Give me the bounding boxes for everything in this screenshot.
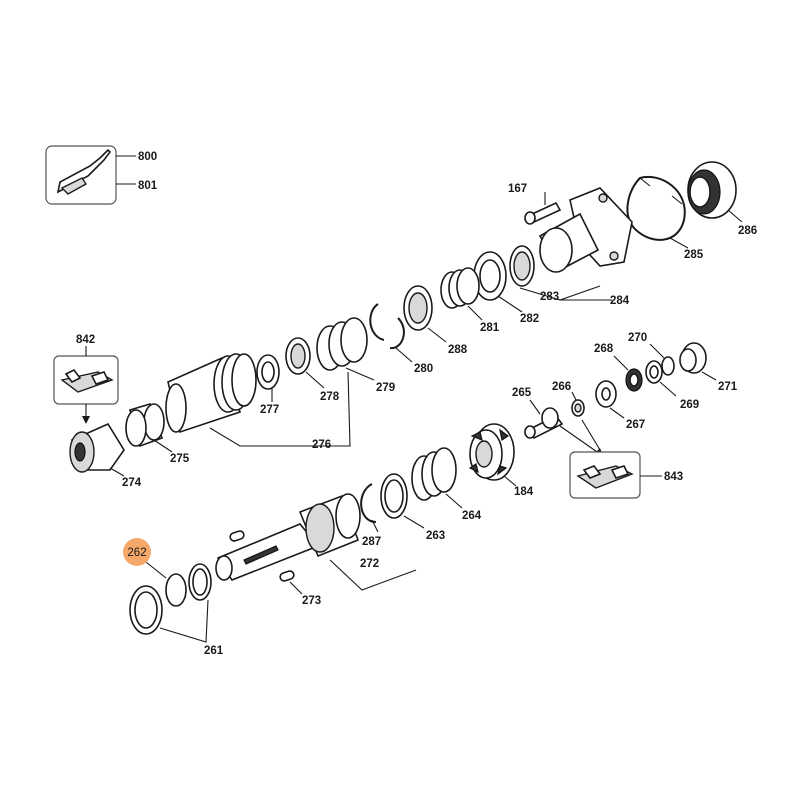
label-271: 271 xyxy=(718,381,738,393)
part-272-spindle xyxy=(215,493,417,591)
part-265 xyxy=(524,399,564,440)
label-278: 278 xyxy=(320,391,340,403)
label-801: 801 xyxy=(138,180,158,192)
label-280: 280 xyxy=(414,363,433,375)
label-276: 276 xyxy=(312,439,331,451)
part-280-circlip xyxy=(369,303,413,363)
label-261: 261 xyxy=(204,645,224,657)
part-278-washer xyxy=(285,337,325,389)
inset-box-843 xyxy=(559,419,662,499)
label-279: 279 xyxy=(376,382,395,394)
part-286 xyxy=(687,161,743,223)
label-274: 274 xyxy=(122,477,142,489)
part-268 xyxy=(613,355,643,392)
label-800: 800 xyxy=(138,151,157,163)
label-267: 267 xyxy=(626,419,645,431)
label-842: 842 xyxy=(76,334,95,346)
label-263: 263 xyxy=(426,530,445,542)
part-261-rings xyxy=(129,563,212,643)
part-266 xyxy=(571,391,585,417)
part-287-circlip xyxy=(360,483,379,533)
label-282: 282 xyxy=(520,313,539,325)
label-273: 273 xyxy=(302,595,321,607)
label-269: 269 xyxy=(680,399,699,411)
part-271 xyxy=(679,342,717,381)
label-275: 275 xyxy=(170,453,190,465)
part-167-screw xyxy=(524,192,562,225)
leader-282 xyxy=(497,295,523,313)
part-275-sleeve xyxy=(125,403,173,453)
part-277-washer xyxy=(256,354,280,402)
label-184: 184 xyxy=(514,486,534,498)
label-843: 843 xyxy=(664,471,683,483)
label-277: 277 xyxy=(260,404,279,416)
label-284: 284 xyxy=(610,295,630,307)
label-288: 288 xyxy=(448,344,468,356)
part-273-pin xyxy=(229,530,303,595)
part-282-ring xyxy=(509,245,535,287)
part-262-ring xyxy=(145,561,187,607)
part-269 xyxy=(645,360,677,397)
part-285 xyxy=(626,175,689,249)
label-287: 287 xyxy=(362,536,381,548)
part-270 xyxy=(649,343,675,376)
part-184-gear xyxy=(468,423,517,487)
label-281: 281 xyxy=(480,322,500,334)
part-279-rings xyxy=(316,317,375,381)
label-265: 265 xyxy=(512,387,532,399)
highlight-callout-262[interactable]: 262 xyxy=(123,538,151,566)
part-263-ring xyxy=(380,473,425,529)
part-267 xyxy=(595,380,625,419)
label-262: 262 xyxy=(127,547,146,559)
part-274-chuck xyxy=(69,422,125,477)
part-288-washer xyxy=(403,285,447,343)
label-285: 285 xyxy=(684,249,704,261)
label-272: 272 xyxy=(360,558,379,570)
label-286: 286 xyxy=(738,225,757,237)
part-264-springs xyxy=(411,447,463,509)
part-283-housing xyxy=(538,187,633,273)
inset-box-842 xyxy=(53,346,119,424)
label-264: 264 xyxy=(462,510,482,522)
label-270: 270 xyxy=(628,332,647,344)
leader-283-284 xyxy=(519,285,612,301)
inset-box-800-801 xyxy=(45,145,136,205)
label-283: 283 xyxy=(540,291,559,303)
part-276-barrel xyxy=(165,353,351,447)
label-268: 268 xyxy=(594,343,614,355)
part-281-spring xyxy=(440,267,483,321)
label-266: 266 xyxy=(552,381,571,393)
label-167: 167 xyxy=(508,183,527,195)
part-284-washer xyxy=(473,251,507,301)
